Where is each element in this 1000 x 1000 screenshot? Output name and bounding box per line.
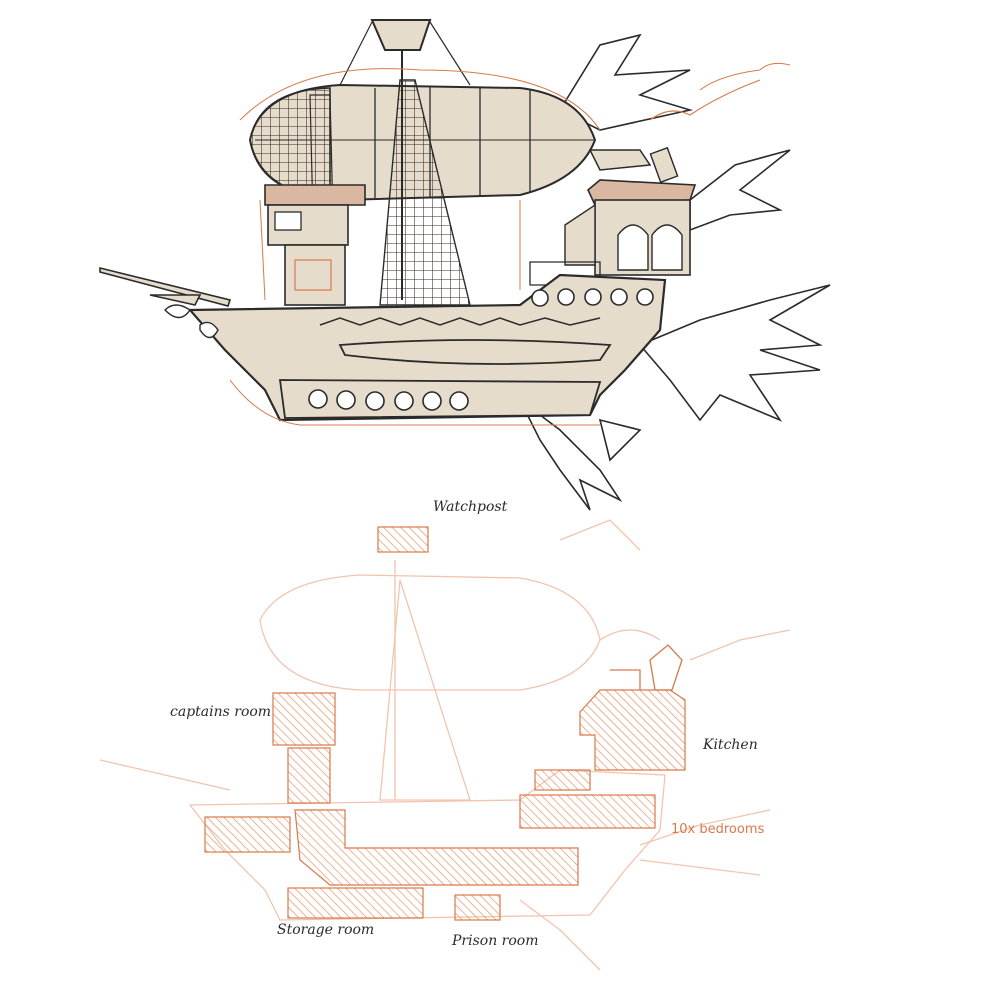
bowsprit: [99, 266, 232, 307]
tail-fins: [519, 284, 831, 511]
kitchen-label: Kitchen: [703, 737, 758, 753]
kitchen-room-block: [579, 689, 686, 771]
bedrooms-label: 10x bedrooms: [671, 822, 765, 837]
storage-room-label: Storage room: [277, 922, 375, 938]
captains-room-block: [272, 692, 336, 746]
prison-room-block: [454, 894, 501, 921]
main-deck-room: [294, 809, 579, 886]
upper-fin: [558, 33, 791, 232]
bedrooms-block: [519, 794, 656, 829]
sketch-strokes-top: [229, 62, 791, 426]
captains-stair: [287, 747, 331, 804]
ship-hull: [164, 273, 667, 422]
captains-room-label: captains room: [170, 704, 272, 720]
watchpost-label: Watchpost: [433, 499, 508, 515]
kitchen-chimney-sketch: [610, 644, 683, 691]
faint-outline: [99, 519, 791, 971]
kitchen-house: [529, 79, 761, 286]
layout-sketch: [99, 519, 791, 971]
prison-room-label: Prison room: [452, 933, 539, 949]
captains-tower: [264, 184, 366, 306]
hatched-rooms: [204, 526, 686, 921]
storage-room-block: [287, 887, 424, 919]
kitchen-stair: [534, 769, 591, 791]
bow-room: [204, 816, 291, 853]
airship-illustration: [99, 19, 831, 511]
watchpost-room: [377, 526, 429, 553]
